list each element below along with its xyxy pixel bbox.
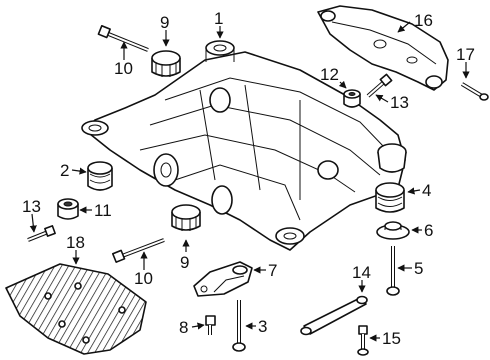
- callout-8: 8: [179, 318, 188, 337]
- bolt-part-15: [357, 325, 369, 356]
- bracket-part-7: [193, 261, 253, 297]
- callout-12: 12: [320, 65, 339, 84]
- bushing-part-12: [343, 89, 361, 108]
- callout-10-lower: 10: [134, 269, 153, 288]
- bolt-part-5: [386, 246, 400, 296]
- callout-13-right: 13: [390, 93, 409, 112]
- bolt-part-17: [460, 82, 489, 101]
- leader-lines: [29, 21, 470, 342]
- bolt-part-13-left: [27, 225, 56, 242]
- callout-4: 4: [422, 181, 431, 200]
- bolt-part-13-right: [366, 73, 393, 98]
- subframe: [81, 40, 407, 251]
- callout-7: 7: [268, 261, 277, 280]
- bolt-part-10-lower: [111, 238, 165, 263]
- bushing-part-9-lower: [171, 204, 201, 231]
- link-part-14: [300, 295, 368, 336]
- mount-part-6: [376, 221, 410, 240]
- bushing-part-9-top: [151, 50, 181, 77]
- bracket-part-16: [317, 5, 449, 91]
- bushing-part-11: [57, 198, 79, 220]
- callout-3: 3: [258, 317, 267, 336]
- callout-5: 5: [414, 259, 423, 278]
- bushing-part-4: [375, 182, 405, 213]
- shield-part-18: [5, 263, 147, 355]
- callout-2: 2: [60, 161, 69, 180]
- bolt-part-10-top: [97, 24, 149, 52]
- callout-labels: 1 2 3 4 5 6 7 8 9 9 10 10 11 12 13 13 14…: [22, 9, 475, 348]
- bolt-part-8: [205, 315, 216, 335]
- callout-13-left: 13: [22, 197, 41, 216]
- callout-11: 11: [94, 201, 112, 220]
- callout-14: 14: [352, 263, 371, 282]
- callout-6: 6: [424, 221, 433, 240]
- callout-10-top: 10: [114, 59, 133, 78]
- bushing-part-2: [87, 161, 113, 191]
- callout-9-top: 9: [160, 13, 169, 32]
- callout-17: 17: [456, 45, 475, 64]
- callout-18: 18: [66, 233, 85, 252]
- callout-15: 15: [382, 329, 401, 348]
- bolt-part-3: [232, 300, 246, 352]
- callout-9-lower: 9: [180, 253, 189, 272]
- callout-16: 16: [414, 11, 433, 30]
- callout-1: 1: [214, 9, 223, 28]
